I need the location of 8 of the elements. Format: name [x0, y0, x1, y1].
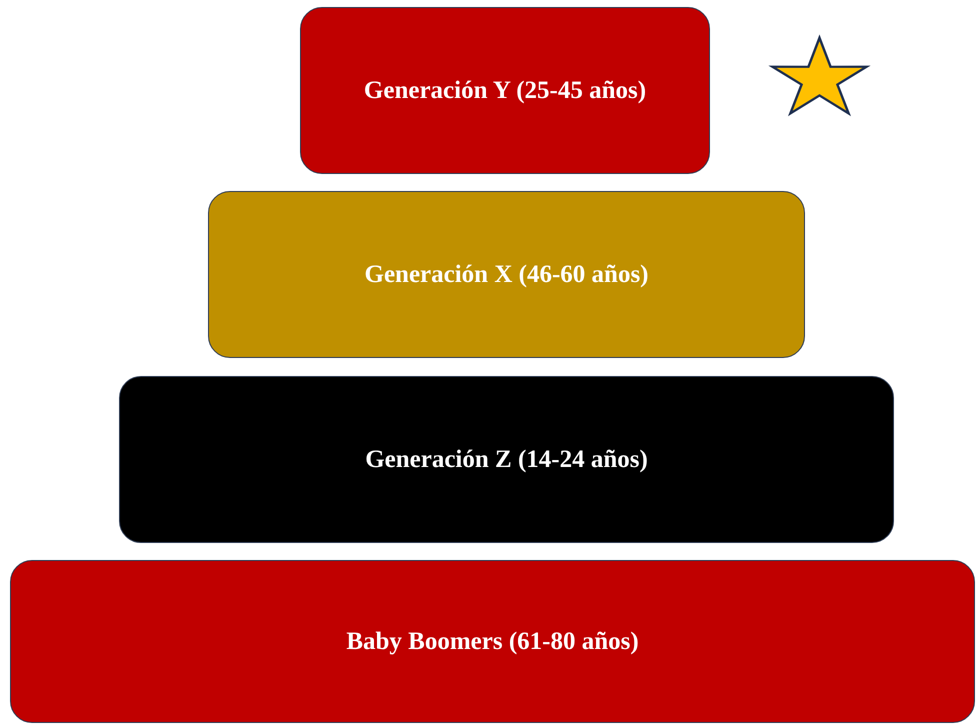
- generation-label: Baby Boomers (61-80 años): [346, 628, 639, 656]
- generation-box: [119, 376, 894, 543]
- generation-box: [208, 191, 805, 358]
- generation-box: [10, 560, 975, 723]
- generation-box: [300, 7, 710, 174]
- generation-label: Generación X (46-60 años): [364, 260, 648, 288]
- generation-label: Generación Y (25-45 años): [364, 76, 646, 104]
- generation-label: Generación Z (14-24 años): [365, 446, 648, 474]
